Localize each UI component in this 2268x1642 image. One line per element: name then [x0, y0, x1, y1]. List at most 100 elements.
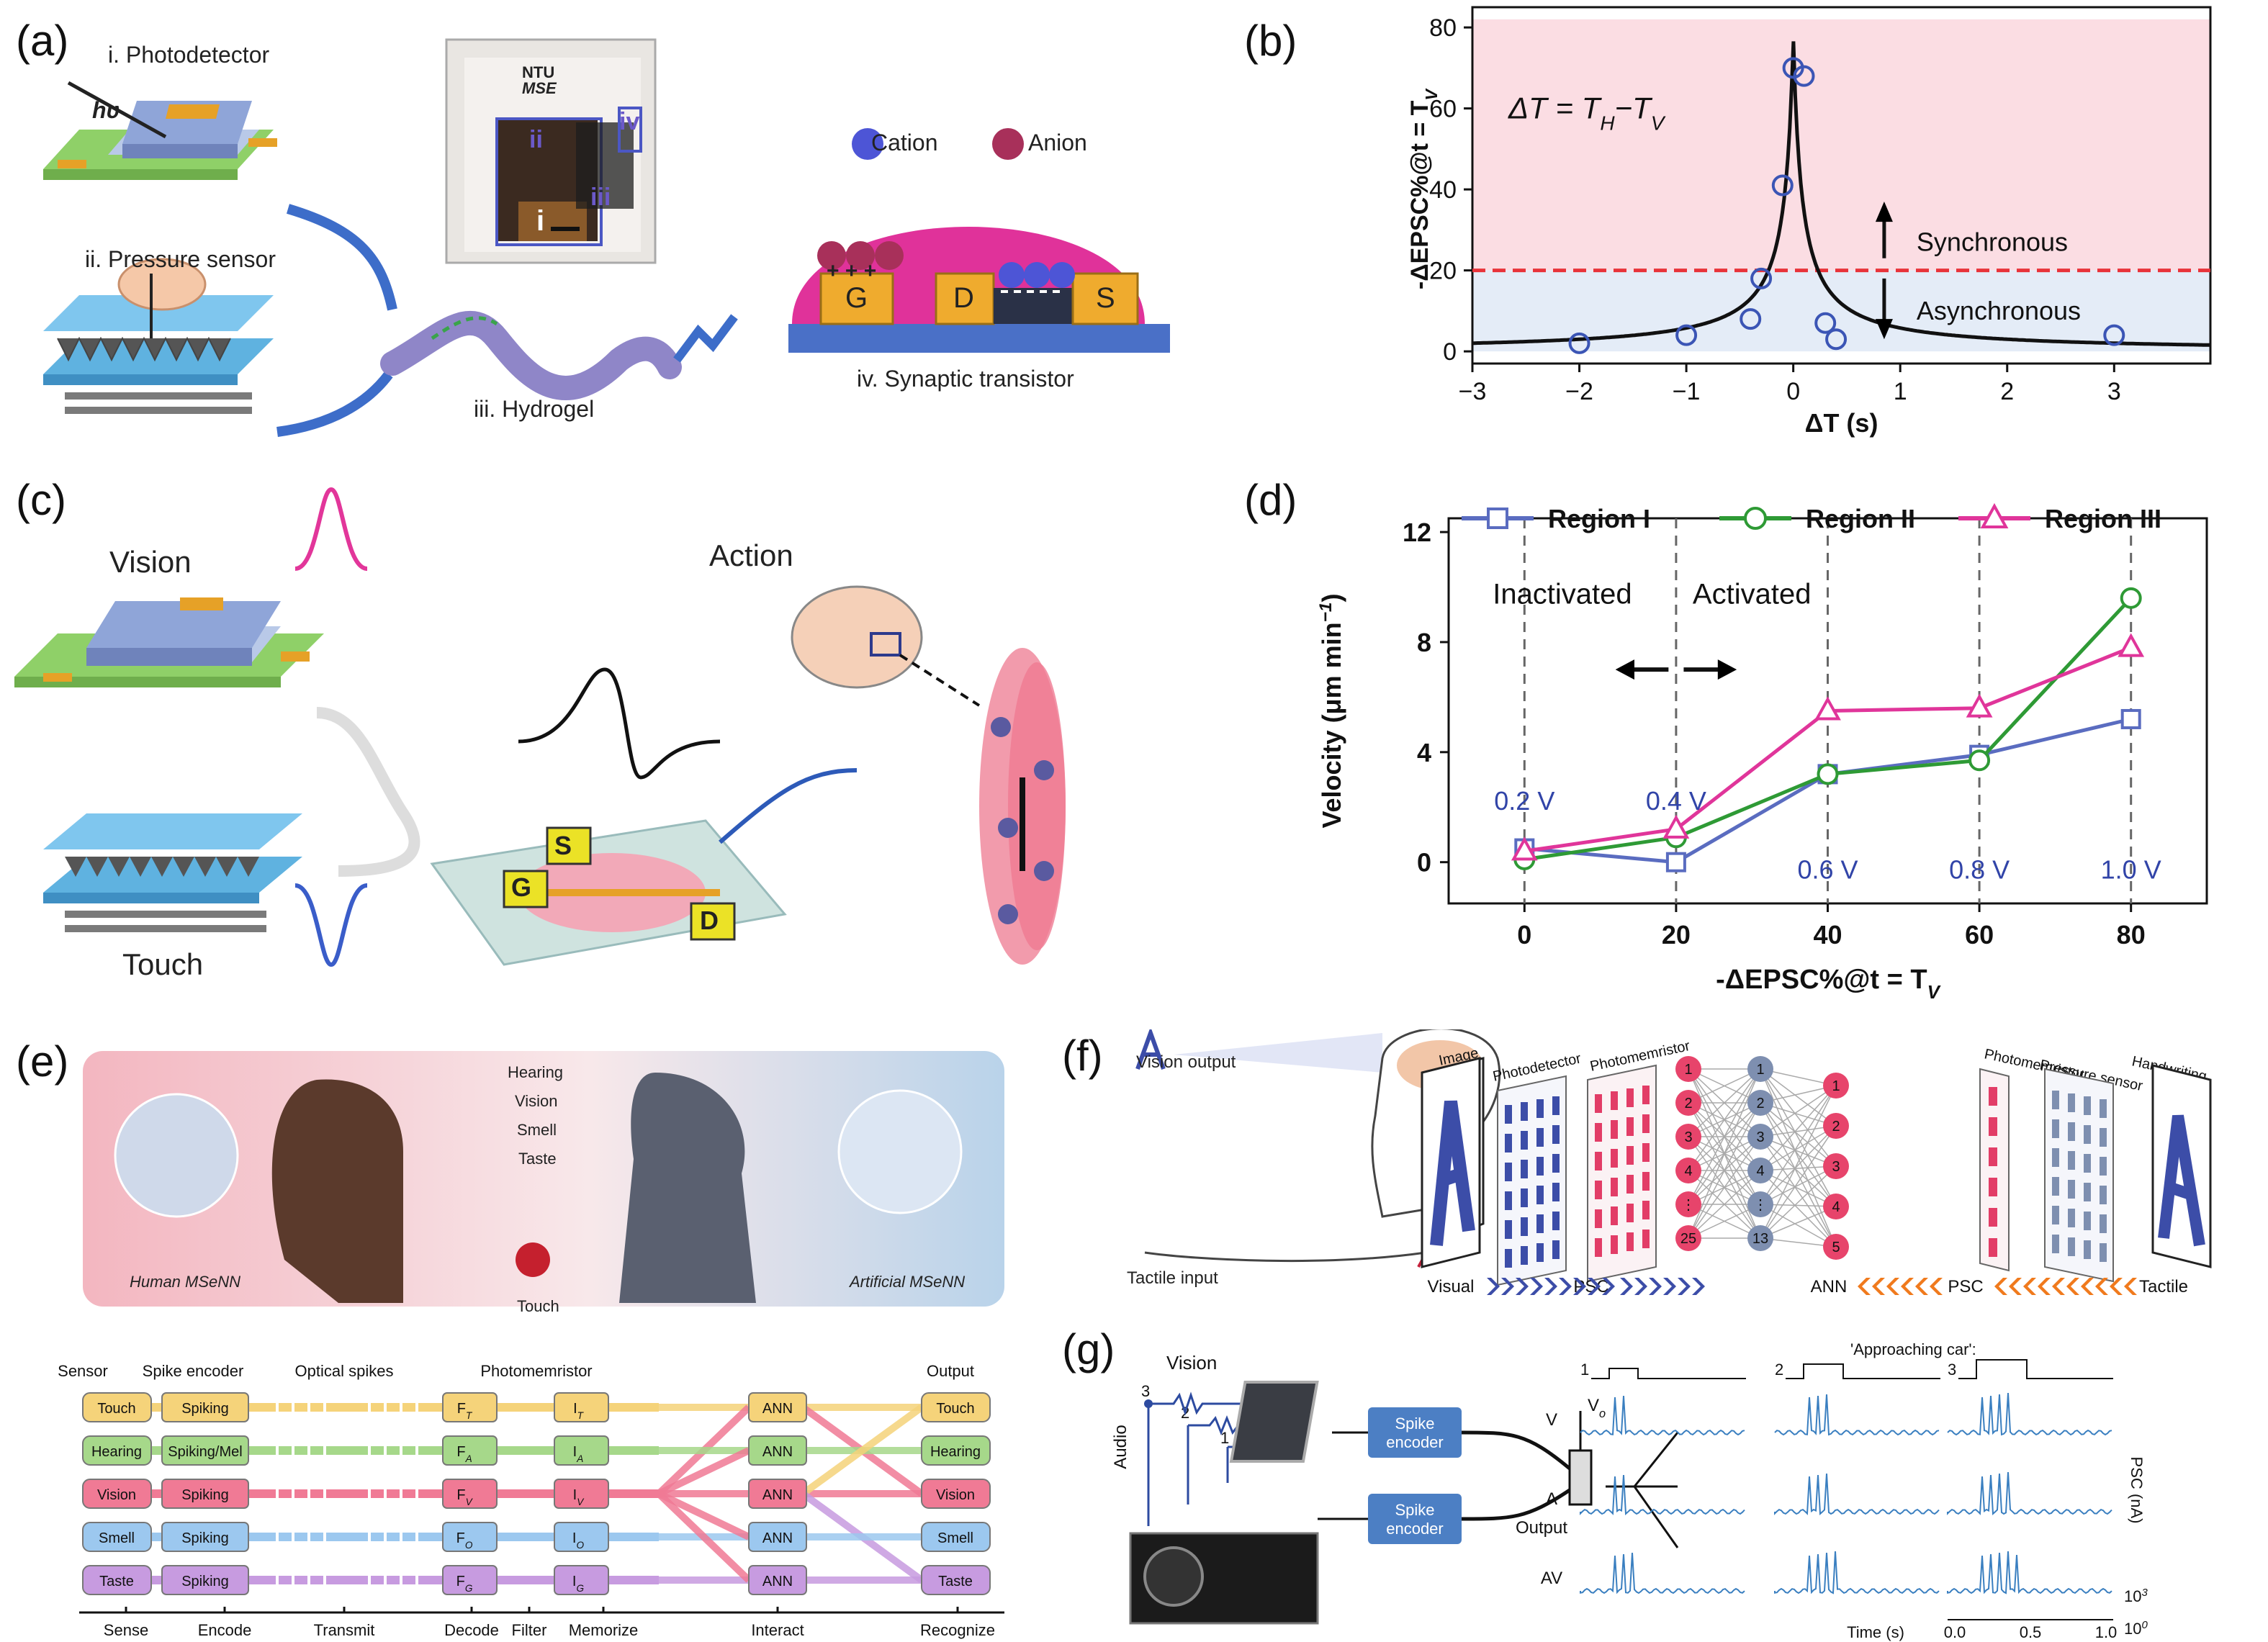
transistor-chip: [430, 819, 787, 966]
ann-box: [748, 1435, 807, 1466]
pressure-pixel: [2052, 1177, 2059, 1196]
artificial-msenn: Artificial MSeNN: [850, 1273, 966, 1291]
fit-curve: [1472, 41, 2210, 347]
marker-triangle: [1966, 693, 1993, 718]
ann-label: ANN: [762, 1530, 793, 1546]
chip-d: D: [700, 906, 719, 935]
photomemristor-pixel: [1642, 1086, 1650, 1104]
hidden-neuron: [1747, 1225, 1773, 1251]
decode-box: [442, 1392, 498, 1422]
panel-c-label: (c): [16, 476, 66, 524]
input-neuron: [1675, 1056, 1701, 1082]
photomemristor-pixel: [1595, 1152, 1602, 1170]
pressure-pixel: [2084, 1240, 2091, 1259]
fiber-lines: [1461, 1430, 1571, 1521]
marker-triangle: [1511, 836, 1538, 861]
tactile-chevron: [2110, 1278, 2123, 1295]
e-vision: Vision: [515, 1092, 558, 1110]
photodetector-pixel: [1536, 1186, 1544, 1204]
activated-label: Activated: [1693, 578, 1812, 610]
tactile-chevron: [2095, 1278, 2108, 1295]
legend-label: Region III: [2045, 504, 2161, 533]
voltage-label: 0.8 V: [1949, 855, 2010, 885]
pressure-pixel: [2100, 1186, 2107, 1204]
edge: [1760, 1125, 1837, 1239]
legend-label: Region I: [1548, 504, 1650, 533]
photo-iii: iii: [590, 184, 611, 211]
output-box: [921, 1479, 991, 1509]
output-label: Touch: [936, 1401, 974, 1417]
visual-chevron: [1530, 1278, 1543, 1295]
photomemristor-pixel: [1611, 1091, 1618, 1110]
visual-chevron: [1588, 1278, 1601, 1295]
panel-c-figure: [14, 487, 1066, 967]
ann-chevron: [1915, 1278, 1928, 1295]
photomemristor-pixel: [1642, 1114, 1650, 1133]
light-ray: [67, 81, 167, 139]
photodetector-pixel: [1505, 1249, 1512, 1268]
circuit-wires: [1147, 1404, 1229, 1526]
drain-label: D: [953, 282, 974, 314]
hydrogel-label: iii. Hydrogel: [474, 396, 595, 422]
edge: [1760, 1204, 1837, 1248]
process-step: Decode: [444, 1621, 499, 1639]
pipeline-header: Photomemristor: [480, 1362, 592, 1380]
inactivated-label: Inactivated: [1493, 578, 1632, 610]
psc-trace: [1774, 1394, 1940, 1436]
photodetector-pixel: [1536, 1128, 1544, 1147]
pressure-pixel: [2052, 1235, 2059, 1253]
node-3-label: 3: [1141, 1382, 1150, 1400]
x-tick-label: 2: [2000, 378, 2014, 405]
voltage-label: 1.0 V: [2101, 855, 2161, 885]
data-point-6: [1793, 65, 1815, 87]
hidden-neuron: [1747, 1191, 1773, 1217]
photomemristor-pixel: [1626, 1232, 1634, 1251]
memorize-label: IG: [572, 1574, 584, 1594]
pressure-sensor-label: ii. Pressure sensor: [85, 246, 276, 272]
pressure-pixel: [2068, 1180, 2075, 1199]
panel-f-network: ImageHandwritingPhotodetectorPhotomemris…: [1421, 1038, 2212, 1296]
y-tick-label: 80: [1429, 14, 1457, 42]
edge: [1760, 1170, 1837, 1207]
x-tick-label: 0: [1786, 378, 1800, 405]
sensor-label: Smell: [99, 1530, 135, 1546]
sensor-label: Vision: [97, 1487, 136, 1503]
output-arrow: [719, 768, 858, 844]
edge: [1688, 1068, 1761, 1104]
tactile-chevron: [2052, 1278, 2065, 1295]
spike-encoder-label-2: encoder: [1386, 1433, 1444, 1451]
encoder-label: Spiking/Mel: [168, 1444, 242, 1460]
spike-encoder-label-2: encoder: [1386, 1520, 1444, 1538]
edge: [1760, 1068, 1837, 1207]
output-label: Hearing: [930, 1444, 981, 1460]
y-top-tick: 103: [2124, 1587, 2148, 1606]
edge: [1760, 1085, 1837, 1239]
sensor-label: Hearing: [91, 1444, 142, 1460]
data-point-9: [2103, 324, 2125, 346]
sensor-box: [82, 1479, 152, 1509]
pressure-pixel: [2052, 1119, 2059, 1138]
tactile-memristor-array: [1979, 1068, 2010, 1272]
photomemristor-pixel: [1626, 1146, 1634, 1165]
edge: [1760, 1102, 1837, 1207]
ann-label: ANN: [762, 1574, 793, 1589]
tactile-memristor-pixel: [1989, 1178, 1997, 1196]
human-msenn: Human MSeNN: [130, 1273, 241, 1291]
photodetector-pixel: [1552, 1240, 1560, 1259]
photodetector-pixel: [1521, 1246, 1528, 1265]
psc-trace: [1947, 1392, 2112, 1436]
edge: [1760, 1102, 1837, 1248]
ann-chevron: [1930, 1278, 1943, 1295]
decode-label: FT: [457, 1401, 473, 1421]
output-label: Smell: [937, 1530, 973, 1546]
pressure-pixel: [2100, 1157, 2107, 1176]
e-taste: Taste: [518, 1150, 557, 1168]
data-point-8: [1825, 328, 1848, 351]
photomemristor-pixel: [1611, 1235, 1618, 1254]
spike-encoder-box: [1368, 1494, 1462, 1544]
pipeline-header: Output: [927, 1362, 974, 1380]
marker-circle: [1817, 763, 1839, 785]
input-neuron: [1675, 1090, 1701, 1116]
photomemristor-pixel: [1595, 1094, 1602, 1113]
audio-label: Audio: [1111, 1425, 1130, 1469]
